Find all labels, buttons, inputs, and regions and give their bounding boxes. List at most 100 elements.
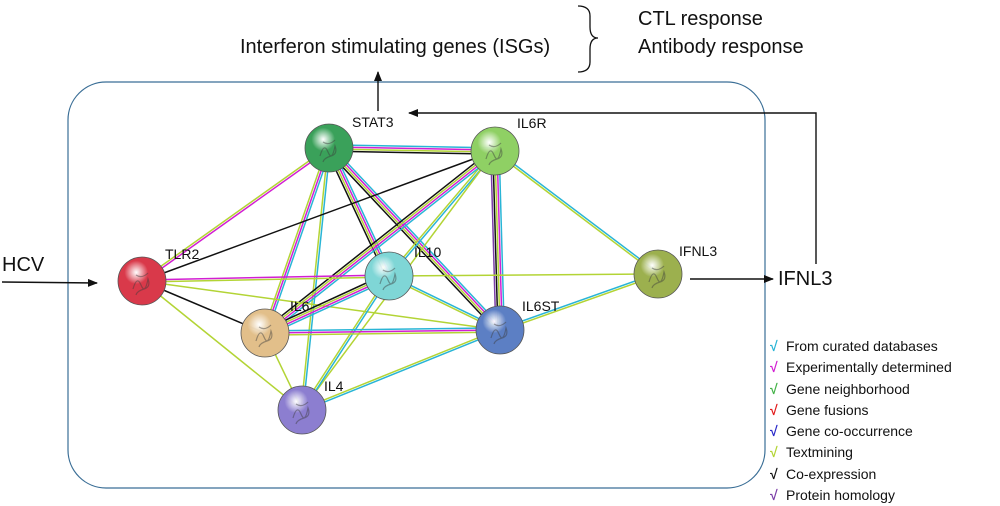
legend-text: Gene neighborhood — [786, 380, 910, 397]
edge-evidence-db — [499, 272, 658, 330]
legend-text: Textmining — [786, 444, 853, 461]
node-il6r[interactable] — [470, 126, 520, 176]
check-icon: √ — [770, 465, 778, 482]
legend-text: Gene co-occurrence — [786, 423, 913, 440]
edge-stat3-tlr2 — [140, 146, 331, 283]
edge-tlr2-il4 — [141, 280, 303, 411]
check-icon: √ — [770, 423, 778, 440]
node-label-il4: IL4 — [324, 378, 344, 394]
edge-evidence-homology — [490, 151, 497, 331]
node-il6st[interactable] — [475, 305, 525, 355]
edge-evidence-text — [388, 273, 659, 277]
edge-evidence-coexp — [141, 150, 496, 282]
legend-item-gene-co-occurrence: √ Gene co-occurrence — [770, 421, 1000, 442]
protein-structure-icon — [255, 324, 273, 348]
node-sphere — [470, 126, 520, 176]
edge-evidence-coexp — [326, 149, 499, 333]
edge-evidence-exp — [142, 148, 331, 283]
edge-evidence-text — [140, 146, 329, 281]
edge-evidence-exp — [264, 147, 330, 334]
ifnl3-feedback-arrow — [408, 109, 817, 264]
node-tlr2[interactable] — [117, 256, 167, 306]
edge-evidence-db — [302, 276, 391, 411]
edge-evidence-text — [142, 276, 390, 283]
edge-evidence-exp — [264, 329, 501, 334]
evidence-legend: √ From curated databases √ Experimentally … — [770, 336, 1000, 506]
node-label-tlr2: TLR2 — [165, 246, 200, 262]
edge-evidence-text — [493, 151, 658, 276]
node-il4[interactable] — [277, 385, 327, 435]
hcv-arrow — [1, 278, 98, 287]
node-il6[interactable] — [240, 308, 290, 358]
edge-evidence-text — [265, 331, 501, 336]
edge-evidence-text — [141, 280, 303, 411]
edge-evidence-db — [495, 149, 660, 274]
legend-text: Protein homology — [786, 487, 895, 504]
edge-il6-il6st — [264, 327, 501, 336]
check-icon: √ — [770, 359, 778, 376]
protein-structure-icon — [319, 139, 337, 163]
node-sphere — [633, 249, 683, 299]
edge-evidence-exp — [329, 146, 496, 151]
node-sphere — [475, 305, 525, 355]
check-icon: √ — [770, 487, 778, 504]
edge-evidence-text — [263, 149, 495, 333]
legend-item-textmining: √ Textmining — [770, 442, 1000, 463]
legend-item-experimentally-determined: √ Experimentally determined — [770, 357, 1000, 378]
edge-evidence-text — [300, 275, 389, 410]
legend-text: Co-expression — [786, 465, 877, 482]
legend-item-gene-neighborhood: √Gene neighborhood — [770, 379, 1000, 400]
node-label-il10: IL10 — [414, 244, 442, 260]
edge-evidence-coexp — [262, 147, 494, 332]
edge-evidence-text — [500, 274, 659, 332]
hcv-label: HCV — [2, 254, 45, 276]
legend-item-protein-homology: √ Protein homology — [770, 485, 1000, 506]
edge-evidence-text — [301, 328, 500, 410]
legend-item-co-expression: √ Co-expression — [770, 464, 1000, 485]
protein-structure-icon — [292, 401, 310, 425]
node-label-il6: IL6 — [290, 298, 310, 314]
network-nodes — [117, 123, 683, 435]
check-icon: √ — [770, 401, 778, 418]
node-sphere — [277, 385, 327, 435]
edge-il6r-il6st — [490, 150, 505, 331]
edge-stat3-il6 — [262, 147, 332, 334]
edge-evidence-db — [330, 145, 503, 329]
node-stat3[interactable] — [304, 123, 354, 173]
edge-evidence-exp — [329, 146, 502, 330]
edge-il10-ifnl3 — [388, 273, 659, 277]
node-sphere — [304, 123, 354, 173]
edge-evidence-coexp — [492, 151, 499, 331]
response-brace — [577, 5, 599, 73]
legend-text: Experimentally determined — [786, 359, 952, 376]
legend-text: From curated databases — [786, 338, 938, 354]
protein-structure-icon — [490, 321, 508, 345]
edge-stat3-il6r — [328, 144, 496, 155]
edge-evidence-db — [329, 144, 496, 149]
edge-evidence-db — [302, 330, 501, 412]
cell-boundary — [67, 81, 766, 489]
edge-il10-il4 — [300, 275, 391, 411]
node-il10[interactable] — [364, 251, 414, 301]
isg-label: Interferon stimulating genes (ISGs) — [240, 36, 551, 58]
edge-evidence-db — [264, 327, 500, 332]
edge-evidence-db — [498, 150, 505, 330]
protein-structure-icon — [132, 272, 150, 296]
edge-stat3-il6st — [326, 145, 503, 333]
edge-evidence-text — [262, 147, 328, 333]
check-icon: √ — [770, 338, 778, 354]
edge-evidence-text — [494, 150, 501, 331]
edge-il6r-ifnl3 — [493, 149, 660, 276]
node-ifnl3[interactable] — [633, 249, 683, 299]
edge-evidence-coexp — [328, 150, 495, 155]
check-icon: √ — [770, 444, 778, 461]
legend-item-curated-databases: √ From curated databases — [770, 336, 1000, 357]
protein-structure-icon — [485, 142, 503, 166]
antibody-response-label: Antibody response — [638, 36, 804, 58]
legend-item-gene-fusions: √ Gene fusions — [770, 400, 1000, 421]
edge-evidence-exp — [496, 150, 503, 330]
edge-evidence-exp — [141, 274, 389, 281]
legend-text: Gene fusions — [786, 401, 869, 418]
node-label-stat3: STAT3 — [352, 114, 394, 130]
node-sphere — [240, 308, 290, 358]
